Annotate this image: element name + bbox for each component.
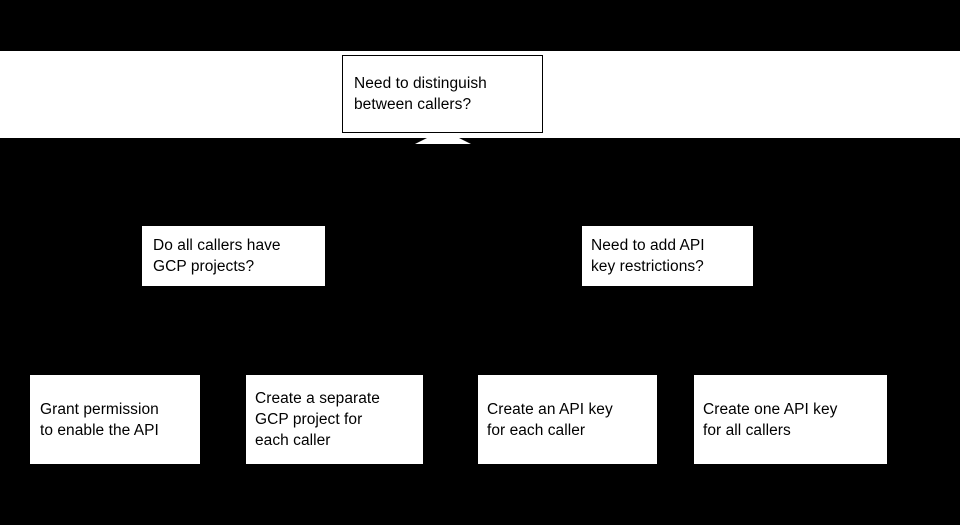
node-do-all-callers-have-gcp-projects[interactable]: Do all callers have GCP projects? — [142, 226, 325, 286]
node-create-separate-gcp-project[interactable]: Create a separate GCP project for each c… — [246, 375, 423, 464]
node-grant-permission-to-enable-api[interactable]: Grant permission to enable the API — [30, 375, 200, 464]
node-key-all-callers-label: Create one API key for all callers — [703, 400, 838, 439]
node-grant-permission-label: Grant permission to enable the API — [40, 400, 159, 439]
node-key-restrictions-label: Need to add API key restrictions? — [591, 237, 705, 275]
node-key-each-caller-label: Create an API key for each caller — [487, 400, 613, 439]
node-create-one-api-key-for-all-callers[interactable]: Create one API key for all callers — [694, 375, 887, 464]
node-need-to-distinguish-callers[interactable]: Need to distinguish between callers? — [342, 55, 543, 133]
node-separate-project-label: Create a separate GCP project for each c… — [255, 390, 380, 449]
node-gcp-projects-label: Do all callers have GCP projects? — [153, 237, 281, 275]
node-root-label: Need to distinguish between callers? — [354, 75, 487, 113]
node-need-to-add-api-key-restrictions[interactable]: Need to add API key restrictions? — [582, 226, 753, 286]
root-chevron-up-icon — [415, 130, 471, 144]
node-create-api-key-for-each-caller[interactable]: Create an API key for each caller — [478, 375, 657, 464]
